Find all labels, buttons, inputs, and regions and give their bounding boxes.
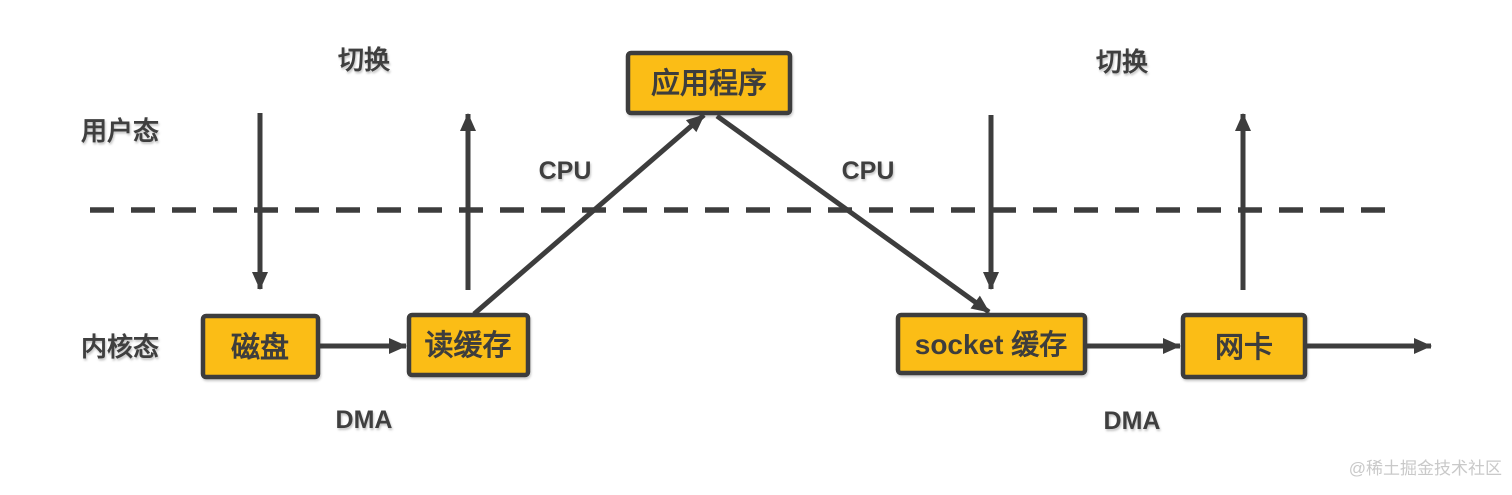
node-socket-buffer-label: socket 缓存 xyxy=(915,328,1068,360)
label-cpu-left: CPU xyxy=(539,157,592,185)
node-app: 应用程序 xyxy=(625,50,793,116)
node-read-buffer-box xyxy=(406,312,531,378)
arrow-read-buffer-to-app xyxy=(472,113,706,316)
label-kernel-mode: 内核态 xyxy=(81,332,159,362)
watermark: @稀土掘金技术社区 xyxy=(1349,459,1502,478)
node-read-buffer: 读缓存 xyxy=(406,312,531,378)
node-disk-label: 磁盘 xyxy=(231,330,289,364)
node-nic-box xyxy=(1180,312,1308,380)
node-app-box xyxy=(625,50,793,116)
node-nic-label: 网卡 xyxy=(1215,331,1273,364)
node-read-buffer-label: 读缓存 xyxy=(424,329,511,362)
label-dma-right: DMA xyxy=(1104,407,1161,435)
label-dma-left: DMA xyxy=(336,406,393,434)
arrow-app-to-socket-buffer xyxy=(715,113,991,315)
node-socket-buffer-box xyxy=(895,312,1088,376)
label-cpu-right: CPU xyxy=(842,157,895,185)
node-disk: 磁盘 xyxy=(200,313,321,380)
label-switch-left: 切换 xyxy=(338,45,391,75)
label-switch-right: 切换 xyxy=(1096,47,1149,77)
node-socket-buffer: socket 缓存 xyxy=(895,312,1088,376)
node-disk-box xyxy=(200,313,321,380)
node-nic: 网卡 xyxy=(1180,312,1308,380)
label-user-mode: 用户态 xyxy=(81,116,159,146)
node-app-label: 应用程序 xyxy=(651,66,767,100)
